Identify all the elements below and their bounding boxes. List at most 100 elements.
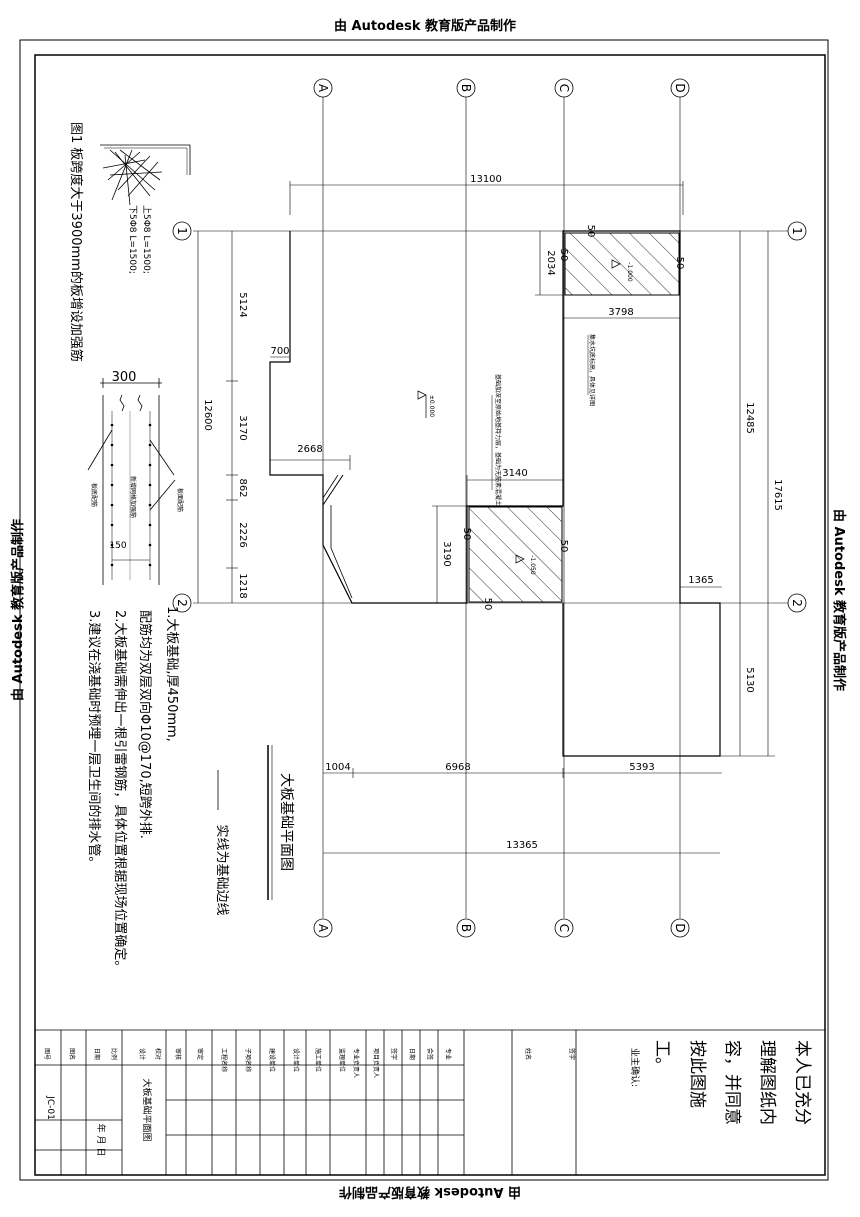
confirm-line-4: 按此图施: [687, 1040, 707, 1108]
leader-note-pit: 集水坑底标高，具体见详图: [588, 334, 596, 406]
title-block: [35, 1029, 825, 1175]
dim-offset-1365: 1365: [688, 575, 713, 586]
tb-date: 年 月 日: [95, 1124, 107, 1157]
wall-dim-150: 150: [109, 541, 126, 551]
elevation-pit-lower: -1.050: [529, 555, 536, 575]
dim-top-overall: 13100: [470, 174, 502, 185]
elevation-pit-upper: -1.000: [626, 262, 633, 282]
detail-rebar-top: 上5Φ8 L=1500;: [141, 205, 152, 274]
dim-edge-50-d: 50: [461, 528, 472, 541]
dim-edge-50-c: 50: [585, 225, 596, 238]
dim-bottom-seg-1: 1004: [325, 762, 350, 773]
axis-label-2-right: 2: [790, 599, 804, 607]
tb-drawing-no: JC-01: [45, 1095, 55, 1120]
elevation-floor: ±0.000: [428, 395, 435, 417]
tb-row-label-1: 图号: [43, 1048, 50, 1060]
dimension-lines: [197, 181, 775, 854]
axis-label-b-top: B: [459, 84, 473, 92]
tb-col-label-2: 子项名称: [244, 1048, 252, 1072]
wall-label-1: 板面配筋: [176, 488, 184, 512]
dim-right-overall: 17615: [772, 479, 783, 511]
axis-label-d-top: D: [673, 83, 687, 92]
dim-notch-700: 700: [270, 346, 289, 357]
tb-row-label-8: 审定: [196, 1048, 204, 1060]
dim-left-seg-2: 3170: [237, 415, 248, 440]
tb-sign-label-5: 姓名: [524, 1048, 532, 1060]
elevation-marker-pit-upper: -1.000: [611, 259, 633, 282]
dim-bottom-seg-3: 5393: [629, 762, 654, 773]
axis-label-c-bottom: C: [557, 924, 571, 932]
dim-edge-50-b: 50: [674, 257, 685, 270]
tb-row-label-2: 图名: [68, 1048, 76, 1060]
elevation-marker-pit-lower: -1.050: [515, 554, 536, 575]
detail-title: 图1 板跨度大于3900mm的板增设加强筋: [68, 122, 84, 362]
tb-row-label-5: 设计: [138, 1048, 146, 1060]
watermark-right: 由 Autodesk 教育版产品制作: [831, 509, 847, 691]
dim-left-seg-3: 862: [237, 478, 248, 497]
legend-text: 实线为基础边线: [214, 824, 229, 915]
confirm-line-5: 工。: [652, 1040, 672, 1074]
tb-drawing-name: 大板基础平面图: [141, 1078, 153, 1141]
elevation-marker-floor: ±0.000: [417, 390, 435, 418]
tb-row-label-4: 比例: [110, 1048, 118, 1060]
watermark-left: 由 Autodesk 教育版产品制作: [10, 519, 26, 701]
sump-pit-upper: [564, 232, 680, 296]
wall-label-3: 板底配筋: [90, 483, 98, 507]
dim-pit-upper-depth: 2034: [545, 250, 556, 275]
axis-bubbles: [172, 78, 807, 938]
tb-row-label-6: 校对: [154, 1048, 162, 1060]
dim-bottom-overall: 13365: [506, 840, 538, 851]
wall-section-dots: [110, 423, 152, 567]
inner-border: [34, 54, 826, 1176]
dim-left-seg-5: 1218: [237, 573, 248, 598]
axis-label-a-bottom: A: [316, 924, 330, 933]
axis-label-d-bottom: D: [673, 923, 687, 932]
watermark-bottom: 由 Autodesk 教育版产品制作: [339, 1184, 521, 1200]
dim-edge-50-f: 50: [482, 598, 493, 611]
tb-owner-confirm: 业主确认:: [629, 1048, 641, 1087]
dim-pit-lower-width: 3140: [502, 468, 527, 479]
detail-figure-1: [100, 144, 191, 206]
axis-label-1-left: 1: [175, 227, 189, 235]
watermark-top: 由 Autodesk 教育版产品制作: [334, 18, 516, 34]
note-1b: 配筋均为双层双向Φ10@170,短跨外排.: [137, 610, 153, 839]
dim-pit-lower-depth: 3190: [441, 541, 452, 566]
tb-sign-label-4: 专业: [444, 1048, 452, 1060]
sump-pit-lower: [468, 506, 563, 603]
tb-sign-label-3: 会签: [426, 1048, 434, 1060]
tb-col-label-5: 施工单位: [314, 1048, 322, 1072]
tb-sign-label-6: 签字: [568, 1048, 576, 1060]
dim-left-overall: 12600: [202, 399, 213, 431]
tb-col-label-8: 项目负责人: [372, 1048, 380, 1078]
axis-label-b-bottom: B: [459, 924, 473, 932]
leader-note-deepen: 基础加深至原始地基持力层，基础为无筋素混凝土: [494, 374, 502, 506]
dim-right-lower: 5130: [744, 667, 755, 692]
dim-edge-50-a: 50: [558, 249, 569, 262]
axis-label-a-top: A: [316, 84, 330, 93]
tb-row-label-7: 审核: [174, 1048, 182, 1060]
axis-label-c-top: C: [557, 84, 571, 92]
tb-col-label-4: 设计单位: [292, 1048, 300, 1072]
note-1: 1.大板基础,厚450mm,: [164, 606, 179, 742]
wall-width-300: 300: [112, 370, 137, 385]
foundation-outline: [269, 230, 721, 757]
wall-section: [87, 378, 176, 585]
axis-label-2-left: 2: [175, 599, 189, 607]
tb-sign-label-1: 签字: [390, 1048, 398, 1060]
dim-right-upper: 12485: [744, 402, 755, 434]
wall-label-2: 新增网格加强筋: [129, 476, 137, 518]
tb-col-label-1: 工程名称: [220, 1048, 228, 1072]
tb-sign-label-2: 日期: [408, 1048, 416, 1060]
plan-title: 大板基础平面图: [278, 773, 295, 871]
dim-left-seg-1: 5124: [237, 292, 248, 317]
tb-col-label-3: 建设单位: [268, 1048, 276, 1072]
axis-label-1-right: 1: [790, 227, 804, 235]
detail-rebar-bottom: 下5Φ8 L=1500;: [127, 205, 137, 274]
dim-left-seg-4: 2226: [237, 522, 248, 547]
confirm-line-2: 理解图纸内: [757, 1040, 777, 1125]
confirm-line-3: 容，并同意: [722, 1040, 742, 1125]
dim-pit-upper-width: 3798: [608, 307, 633, 318]
dim-edge-50-e: 50: [558, 540, 569, 553]
note-2: 2.大板基础需伸出一根引雷钢筋，具体位置根据现场位置确定。: [112, 610, 128, 973]
